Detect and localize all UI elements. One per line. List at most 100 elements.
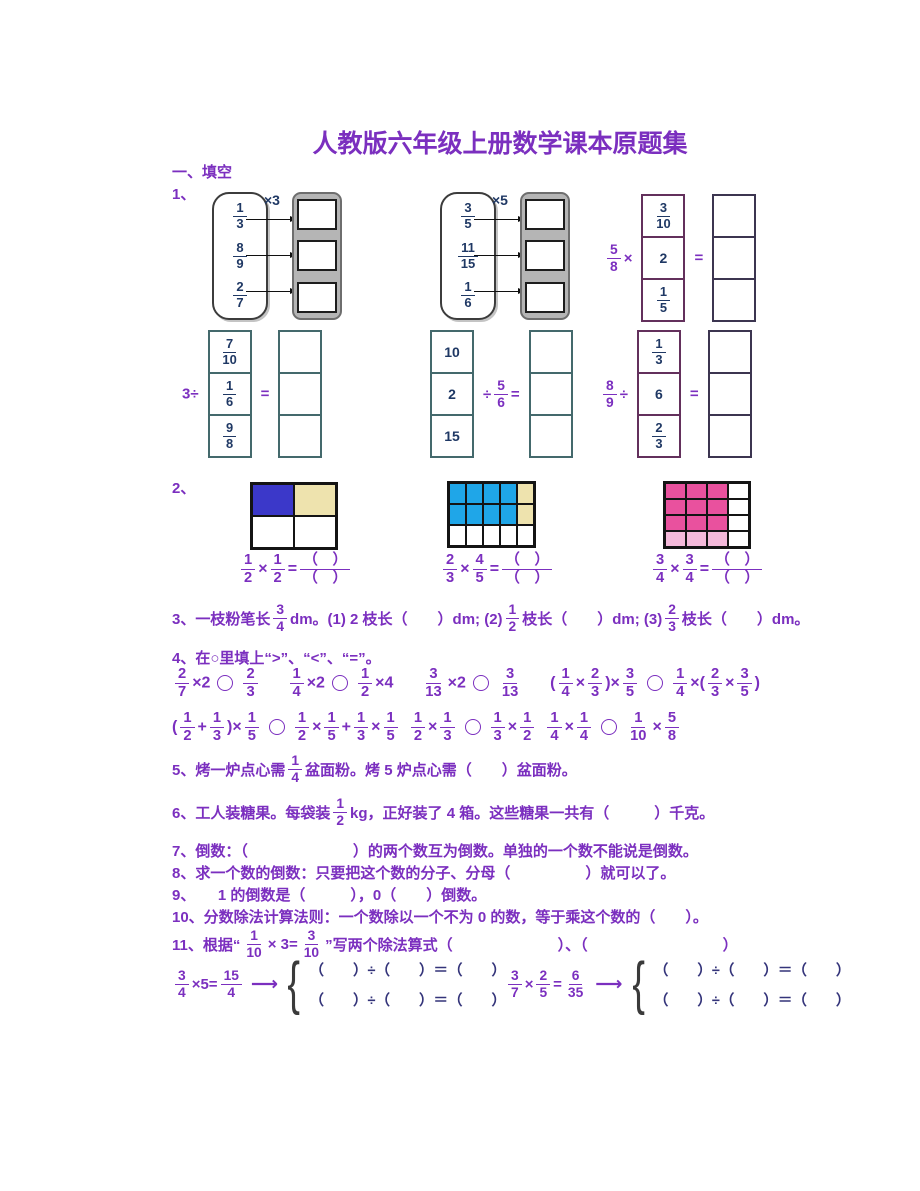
text: ) xyxy=(754,674,760,692)
grid-cell xyxy=(483,525,500,546)
arrow-icon: ⟶ xyxy=(595,973,623,995)
stack-cell xyxy=(530,374,571,416)
text: = xyxy=(287,560,298,578)
arrow-icon xyxy=(474,287,525,294)
grid-cell xyxy=(686,531,707,547)
answer-slot xyxy=(297,199,337,231)
stack-cell xyxy=(710,416,750,456)
stack-cell: 15 xyxy=(432,416,472,456)
text: × xyxy=(312,718,322,736)
arrow-icon xyxy=(474,251,525,258)
text: × xyxy=(623,249,633,267)
grid-cell xyxy=(728,483,749,499)
machine-operator-label: ×5 xyxy=(492,192,508,208)
text: 10 xyxy=(444,344,460,360)
text: 3÷ xyxy=(182,385,199,403)
text: = xyxy=(489,560,500,578)
grid-cell xyxy=(517,483,534,504)
fraction-grid xyxy=(663,481,751,549)
fraction-grid xyxy=(447,481,536,548)
grid-cell xyxy=(252,516,294,548)
expression: 3÷ xyxy=(182,385,199,403)
text: ×( xyxy=(690,674,705,692)
stack-cell xyxy=(709,374,750,416)
grid-cell xyxy=(449,525,466,546)
fraction-grid xyxy=(250,482,338,550)
grid-cell xyxy=(466,525,483,546)
stack-cell xyxy=(714,280,754,320)
stack-cell xyxy=(709,332,750,374)
stack-cell: 10 xyxy=(432,332,472,374)
text: = xyxy=(510,385,520,403)
text: 2 xyxy=(659,250,668,266)
text: × xyxy=(725,674,735,692)
fraction: （ ）（ ） xyxy=(300,552,351,587)
equals-sign: = xyxy=(261,385,270,403)
answer-circle xyxy=(472,675,489,692)
text: kg，正好装了 4 箱。这些糖果一共有（ ）千克。 xyxy=(350,804,715,822)
text: × xyxy=(507,718,518,736)
answer-circle xyxy=(647,675,664,692)
text: 6、工人装糖果。每袋装 xyxy=(172,804,331,822)
question-8-line: 8、求一个数的倒数：只要把这个数的分子、分母（ ）就可以了。 xyxy=(172,865,676,882)
grid-cell xyxy=(449,483,466,504)
grid-cell xyxy=(707,483,728,499)
answer-circle xyxy=(331,675,348,692)
text: × xyxy=(371,718,381,736)
text: = xyxy=(689,385,699,403)
text: ×2 xyxy=(192,674,211,692)
stack-cell xyxy=(530,332,571,374)
grid-cell xyxy=(728,515,749,531)
grid-cell xyxy=(707,515,728,531)
section-header: 一、填空 xyxy=(172,164,233,181)
text: 15 xyxy=(444,428,460,444)
equals-sign: = xyxy=(694,249,703,267)
text: + xyxy=(197,718,207,736)
stack-cell xyxy=(280,332,321,374)
grid-cell xyxy=(449,504,466,525)
grid-cell xyxy=(707,531,728,547)
fraction: （ ）（ ） xyxy=(502,552,553,587)
arrow-icon: ⟶ xyxy=(250,973,279,995)
grid-cell xyxy=(517,525,534,546)
